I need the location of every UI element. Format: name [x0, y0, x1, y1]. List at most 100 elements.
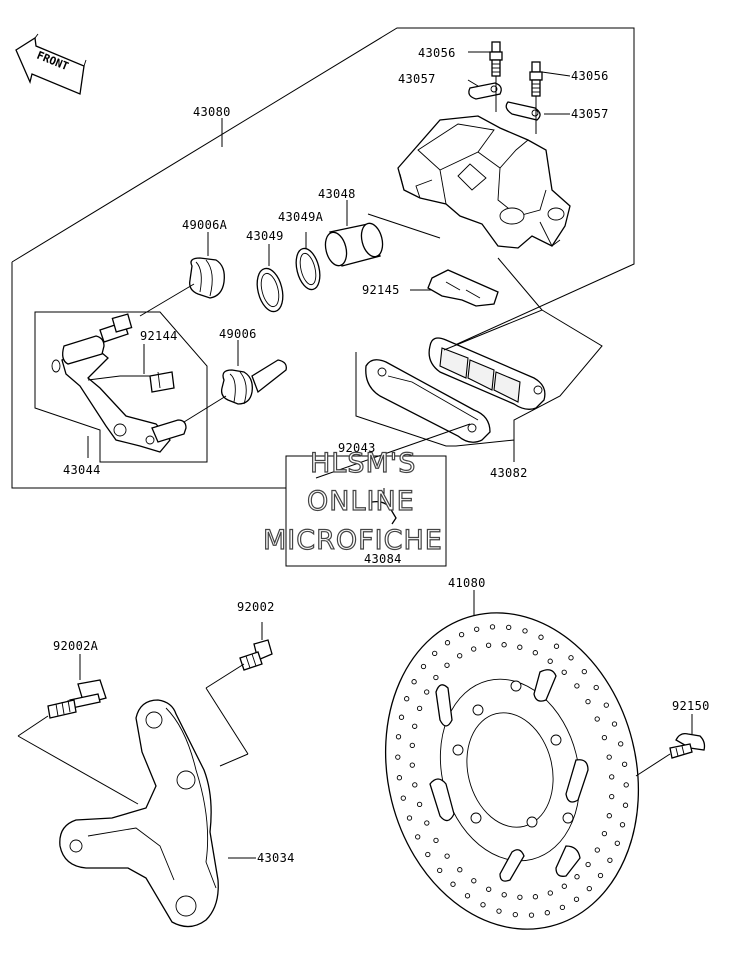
disc-vent-hole [444, 662, 450, 668]
disc-vent-hole [559, 904, 566, 911]
rubber-boot-icon [139, 232, 225, 317]
front-arrow-icon: FRONT [15, 33, 87, 95]
disc-vent-hole [501, 892, 507, 898]
disc-vent-hole [547, 658, 553, 664]
disc-vent-hole [396, 775, 403, 781]
disc-vent-hole [398, 714, 405, 720]
disc-vent-hole [532, 894, 539, 900]
label-43057-b: 43057 [571, 107, 609, 121]
disc-vent-hole [457, 867, 463, 873]
disc-vent-hole [622, 802, 629, 808]
label-92145: 92145 [362, 283, 400, 297]
disc-vent-hole [601, 734, 608, 741]
disc-vent-hole [611, 721, 618, 727]
caliper-mount-bracket-icon [59, 699, 256, 928]
bleeder-cap-icon [468, 82, 502, 100]
disc-vent-hole [517, 894, 523, 900]
brake-pad-group-outline [355, 309, 603, 462]
disc-vent-hole [433, 837, 439, 844]
disc-vent-hole [574, 683, 580, 689]
disc-vent-hole [623, 782, 629, 788]
disc-vent-hole [424, 820, 430, 826]
disc-vent-hole [409, 762, 415, 768]
disc-vent-hole [594, 847, 600, 853]
disc-vent-hole [444, 640, 451, 646]
disc-vent-hole [412, 782, 418, 788]
disc-vent-hole [471, 878, 477, 884]
disc-vent-hole [444, 853, 450, 859]
disc-vent-hole [409, 742, 415, 749]
label-92150: 92150 [672, 699, 710, 713]
disc-vent-hole [574, 874, 580, 880]
bleeder-cap-icon [505, 101, 541, 121]
brake-disc-icon [384, 590, 640, 930]
disc-vent-hole [437, 867, 443, 874]
disc-vent-hole [406, 815, 413, 821]
disc-vent-hole [512, 911, 518, 918]
disc-vent-hole [433, 674, 439, 681]
disc-vent-hole [474, 626, 480, 632]
disc-vent-hole [480, 902, 486, 908]
label-43049: 43049 [246, 229, 284, 243]
piston-seal-icon [295, 232, 321, 291]
part-number-labels: 43056 43056 43057 43057 43080 43048 4900… [53, 46, 710, 865]
label-43080: 43080 [193, 105, 231, 119]
label-41080: 41080 [448, 576, 486, 590]
disc-vent-hole [621, 761, 628, 767]
disc-vent-hole [606, 813, 612, 819]
disc-vent-hole [411, 679, 417, 685]
disc-vent-hole [594, 716, 600, 722]
disc-vent-hole [544, 910, 550, 916]
disc-vent-hole [415, 834, 421, 840]
bolt-leader-lines [17, 687, 249, 805]
disc-vent-hole [561, 883, 567, 889]
disc-vent-hole [458, 631, 465, 638]
disc-vent-hole [420, 663, 427, 670]
disc-vent-hole [517, 644, 523, 650]
label-43049a: 43049A [278, 210, 324, 224]
disc-vent-hole [457, 653, 463, 659]
label-43048: 43048 [318, 187, 356, 201]
disc-vent-hole [425, 851, 431, 858]
disc-vent-hole [485, 642, 492, 648]
disc-vent-hole [424, 689, 430, 695]
disc-vent-hole [606, 754, 612, 760]
label-92002: 92002 [237, 600, 275, 614]
disc-vent-hole [404, 696, 410, 702]
label-92002a: 92002A [53, 639, 99, 653]
disc-vent-hole [506, 624, 512, 631]
disc-vent-hole [538, 634, 544, 640]
disc-vent-hole [489, 624, 496, 630]
disc-vent-hole [432, 650, 438, 657]
brake-pad-icon [428, 337, 546, 410]
watermark-line-3: MICROFICHE [263, 525, 443, 556]
disc-vent-hole [528, 912, 535, 918]
caliper-assembly-outline [11, 27, 635, 489]
bolt-icon [205, 622, 273, 689]
pad-shim-icon [410, 269, 499, 307]
piston-icon [324, 200, 384, 267]
label-92043: 92043 [338, 441, 376, 455]
disc-vent-hole [561, 669, 567, 675]
label-49006: 49006 [219, 327, 257, 341]
disc-vent-hole [395, 754, 401, 760]
disc-vent-hole [585, 698, 591, 705]
disc-vent-hole [471, 646, 477, 652]
disc-vent-hole [501, 642, 507, 648]
label-43084: 43084 [364, 552, 402, 566]
pad-spring-clip-icon [149, 371, 175, 393]
disc-vent-hole [416, 705, 423, 712]
disc-vent-hole [412, 723, 418, 729]
disc-vent-hole [547, 890, 553, 896]
disc-vent-hole [614, 840, 620, 846]
watermark: HLSM'S ONLINE MICROFICHE [262, 447, 443, 556]
watermark-line-2: ONLINE [307, 486, 415, 517]
disc-vent-hole [553, 643, 560, 649]
disc-vent-hole [593, 684, 599, 691]
caliper-bracket-icon [51, 313, 187, 453]
disc-vent-hole [532, 650, 538, 656]
disc-vent-hole [609, 774, 615, 780]
bleeder-valve-icon [529, 61, 543, 97]
disc-vent-hole [581, 668, 587, 675]
